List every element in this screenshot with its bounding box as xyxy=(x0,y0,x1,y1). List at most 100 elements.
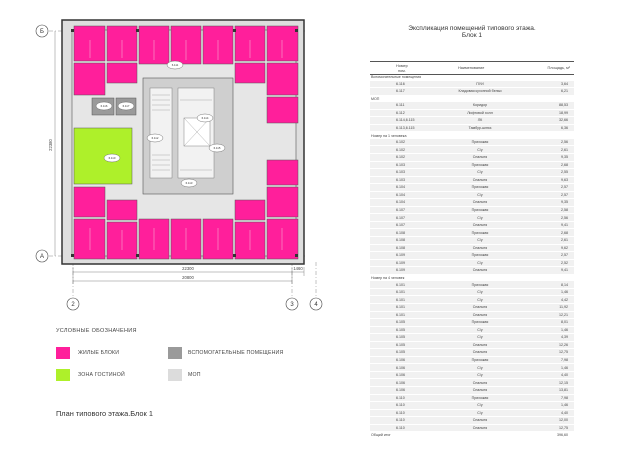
room-tag xyxy=(117,101,135,111)
room-area: 12,75 xyxy=(559,350,568,355)
room-number: 6.108 xyxy=(396,230,405,235)
room-area: 4,39 xyxy=(561,335,568,340)
room-tag xyxy=(208,143,226,153)
room-number: 6.102 xyxy=(396,155,405,160)
room-area: 9,41 xyxy=(561,223,568,228)
room-number: 6.108 xyxy=(396,245,405,250)
room-area: 2,56 xyxy=(561,215,568,220)
room-number: 6.107 xyxy=(396,223,405,228)
room-area: 12,00 xyxy=(559,418,568,423)
room-area: 9,63 xyxy=(561,177,568,182)
room-tag-label: 6.117 xyxy=(123,104,130,108)
room-area: 11,92 xyxy=(559,305,568,310)
room-number: 6.106 xyxy=(396,388,405,393)
room-number: 6.102 xyxy=(396,140,405,145)
room-tag xyxy=(196,113,214,123)
room-number: 6.104 xyxy=(396,200,405,205)
room-number: 6.107 xyxy=(396,215,405,220)
room-number: 6.101 xyxy=(396,290,405,295)
dim-width-total: 22300 xyxy=(182,266,194,271)
room-area: 2,56 xyxy=(561,140,568,145)
axis-bubble-2 xyxy=(66,297,80,311)
room-name: Прихожая xyxy=(471,185,489,190)
room-number: 6.110 xyxy=(396,410,405,415)
section-label: Номер на 4 человек xyxy=(371,275,405,280)
room-name: С/у xyxy=(477,335,483,340)
legend-label-living: ЗОНА ГОСТИНОЙ xyxy=(78,372,125,378)
room-number: 6.102 xyxy=(396,147,405,152)
room-name: Спальня xyxy=(472,245,488,250)
room-name: Спальня xyxy=(472,155,488,160)
room-area: 2,68 xyxy=(561,230,568,235)
explication-title-line1: Экспликация помещений типового этажа. xyxy=(408,25,536,32)
table-row: 6.106 Спальня 12,15 xyxy=(370,379,574,387)
explication-title-line2: Блок 1 xyxy=(461,32,483,39)
room-area: 2,61 xyxy=(561,147,568,152)
room-area: 4,42 xyxy=(561,297,568,302)
room-name: С/у xyxy=(477,290,483,295)
room-area: 4,40 xyxy=(561,373,568,378)
header-area: Площадь, м² xyxy=(547,66,570,70)
section-label: МОП xyxy=(371,96,380,101)
room-name: Спальня xyxy=(472,305,488,310)
table-section-row: МОП xyxy=(370,96,574,103)
room-area: 18,99 xyxy=(559,110,568,115)
axis-label-b: Б xyxy=(40,29,44,35)
room-area: 4,40 xyxy=(561,410,568,415)
explication-title: Экспликация помещений типового этажа. Бл… xyxy=(370,25,574,39)
room-area: 2,57 xyxy=(561,253,568,258)
room-number: 6.110 xyxy=(396,403,405,408)
room-area: 1,46 xyxy=(561,290,568,295)
table-section-row: Номер на 1 человека xyxy=(370,132,574,139)
dimension-lines xyxy=(54,31,305,284)
room-name: Спальня xyxy=(472,312,488,317)
room-name: Коридор xyxy=(472,103,488,108)
room-area: 9,35 xyxy=(561,200,568,205)
legend-swatch-residential xyxy=(56,347,70,359)
room-name: Спальня xyxy=(472,380,488,385)
room-name: С/у xyxy=(477,147,483,152)
room-area: 2,55 xyxy=(561,170,568,175)
room-number: 6.106 xyxy=(396,357,405,362)
explication-table: Экспликация помещений типового этажа. Бл… xyxy=(370,21,574,437)
room-name: Прихожая xyxy=(471,395,489,400)
room-tag xyxy=(95,101,113,111)
room-name: Лифтовой холл xyxy=(467,110,493,115)
room-number: 6.105 xyxy=(396,342,405,347)
room-name: С/у xyxy=(477,403,483,408)
room-name: Спальня xyxy=(472,425,488,430)
room-area: 8,14 xyxy=(561,282,568,287)
legend-swatch-common xyxy=(168,369,182,381)
residential-units-right xyxy=(266,96,299,186)
room-number: 6.101 xyxy=(396,282,405,287)
room-area: 2,57 xyxy=(561,192,568,197)
section-label: Номер на 1 человека xyxy=(371,133,407,138)
room-name: ЛК xyxy=(477,118,483,123)
room-area: 12,15 xyxy=(559,380,568,385)
room-number: 6.106 xyxy=(396,380,405,385)
axis-bubble-3 xyxy=(285,297,299,311)
table-row: 6.101 С/у 1,46 xyxy=(370,288,574,297)
room-number: 6.116 xyxy=(396,81,405,86)
room-number: 6.103 xyxy=(396,162,405,167)
room-name: С/у xyxy=(477,238,483,243)
